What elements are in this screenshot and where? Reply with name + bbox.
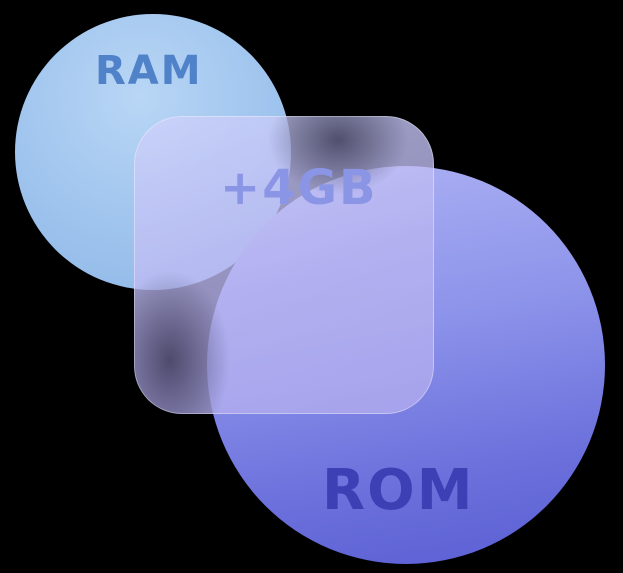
extended-ram-glass-card (134, 116, 434, 414)
ram-label: RAM (95, 48, 203, 94)
extension-amount-label: +4GB (220, 160, 378, 216)
rom-label: ROM (322, 458, 475, 523)
